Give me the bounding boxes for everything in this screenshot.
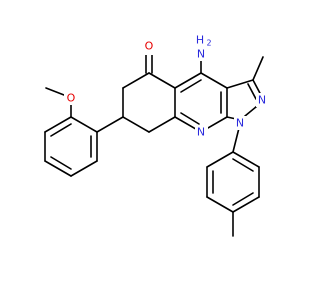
pyrazole-n2: N (256, 93, 269, 107)
hydrogen-label: H (196, 34, 204, 47)
atom-bg (256, 93, 269, 107)
nitrogen-label: N (236, 117, 244, 130)
bond (206, 151, 234, 168)
amino-group: N H 2 (194, 33, 212, 61)
bond (44, 160, 72, 177)
bond (232, 127, 240, 153)
bond (44, 116, 72, 133)
atom-bg (64, 91, 78, 105)
atom-bg (194, 33, 208, 47)
bond (226, 79, 254, 89)
atom-bg (142, 39, 156, 55)
methoxy-oxygen: O (64, 91, 78, 105)
atom-bg (195, 125, 208, 139)
bond (232, 196, 260, 213)
bond (252, 56, 264, 81)
bond (174, 72, 202, 89)
bond (96, 116, 124, 133)
bond (50, 156, 72, 170)
nitrogen-label: N (197, 48, 205, 61)
bond (180, 79, 202, 93)
bond (70, 116, 98, 133)
molecule-structure: N H 2 O N N N O (44, 33, 269, 237)
atom-bg (234, 116, 247, 130)
bond (206, 196, 234, 213)
bond (148, 72, 176, 89)
bond (232, 192, 254, 206)
bond (122, 72, 150, 89)
bond (180, 112, 200, 125)
oxygen-label: O (67, 92, 76, 105)
nitrogen-label: N (258, 94, 266, 107)
bond (122, 116, 150, 133)
atom-layer: N H 2 O N N N O (64, 33, 269, 139)
bond (70, 160, 98, 177)
bond (232, 151, 260, 168)
oxygen-label: O (145, 40, 154, 53)
ketone-oxygen: O (142, 39, 156, 55)
bond-layer (44, 54, 264, 237)
pyrazole-n1: N (234, 116, 247, 130)
bond (247, 83, 257, 100)
subscript-label: 2 (206, 39, 211, 48)
pyridine-n: N (195, 125, 208, 139)
bond (45, 87, 65, 96)
atom-bg (194, 47, 208, 61)
bond (148, 116, 176, 133)
bond (200, 72, 228, 89)
bond (50, 123, 72, 137)
nitrogen-label: N (197, 126, 205, 139)
molecule-canvas: N H 2 O N N N O (44, 33, 269, 237)
bond (232, 158, 254, 172)
